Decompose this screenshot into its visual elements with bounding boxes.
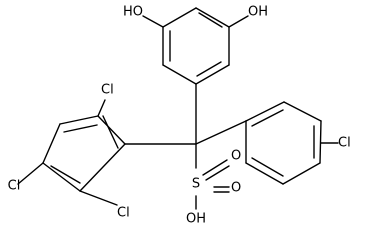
structure-canvas: HO OH Cl Cl Cl Cl S O O OH: [8, 5, 351, 227]
sulfonic-hydroxyl-label: OH: [186, 212, 206, 227]
chlorine-label-upper: Cl: [101, 83, 114, 98]
sulfo-group: [195, 159, 230, 210]
trichlorophenyl-ring: [17, 99, 126, 206]
chlorine-label-right: Cl: [338, 136, 351, 151]
bond-center-right: [195, 120, 247, 145]
chlorine-label-lower: Cl: [117, 206, 130, 221]
sulfonyl-oxygen-right: O: [231, 181, 241, 196]
sulfur-label: S: [192, 177, 200, 192]
hydroxyl-label-right: OH: [248, 5, 268, 20]
resorcinol-ring: [142, 7, 249, 85]
sulfonyl-oxygen-upper: O: [231, 149, 241, 164]
chlorophenyl-ring: [245, 101, 339, 185]
hydroxyl-label-left: HO: [123, 5, 143, 20]
chlorine-label-left: Cl: [8, 179, 21, 194]
chemical-structure: HO OH Cl Cl Cl Cl S O O OH: [8, 5, 351, 227]
